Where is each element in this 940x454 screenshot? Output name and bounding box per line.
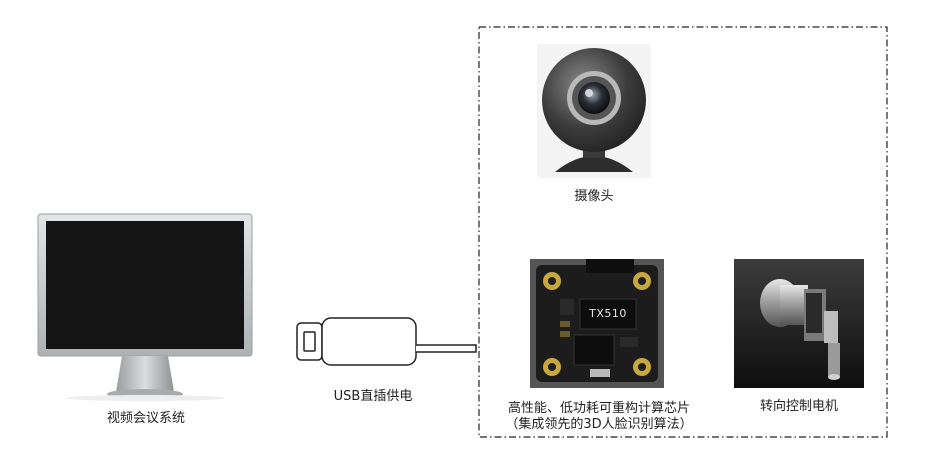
monitor-image [37,213,253,401]
camera-image [537,44,651,178]
motor-label: 转向控制电机 [759,399,838,414]
chip-board-image [530,259,664,388]
chip-board-text: TX510 [589,307,627,320]
usb-label: USB直插供电 [333,389,413,404]
chip-label-line2: （集成领先的3D人脸识别算法） [505,417,693,432]
camera-label: 摄像头 [574,189,614,204]
motor-image [734,259,864,388]
chip-label-line1: 高性能、低功耗可重构计算芯片 [507,401,690,416]
usb-connector-image [296,317,477,366]
monitor-label: 视频会议系统 [106,411,185,426]
